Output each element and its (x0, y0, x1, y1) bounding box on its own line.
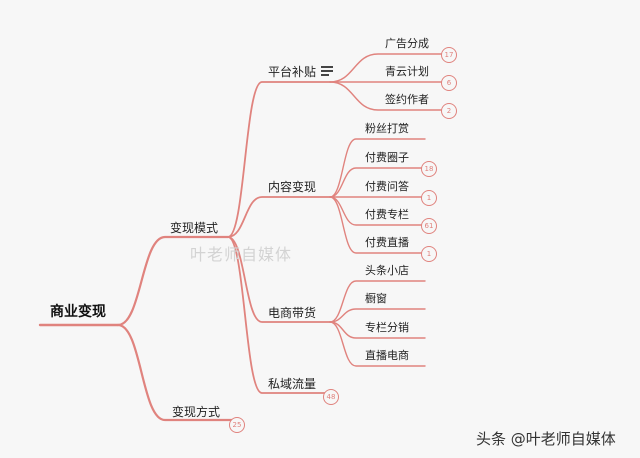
leaf-live-ecommerce[interactable]: 直播电商 (365, 349, 409, 362)
badge-qingyun-plan: 6 (441, 75, 457, 91)
node-content-monetization[interactable]: 内容变现 (268, 180, 317, 194)
connector-mode-1 (227, 196, 331, 238)
badge-monetization-method: 25 (229, 417, 245, 433)
leaf-toutiao-shop[interactable]: 头条小店 (365, 264, 409, 277)
leaf-qingyun-plan[interactable]: 青云计划 (385, 65, 429, 78)
connector-root-mode-0 (116, 235, 230, 327)
connector-ecommerce-3 (329, 321, 426, 367)
badge-signed-author: 2 (441, 103, 457, 119)
connector-content-4 (329, 196, 426, 254)
badge-paid-live: 1 (421, 246, 437, 262)
badge-private-traffic: 48 (323, 389, 339, 405)
root-node[interactable]: 商业变现 (50, 304, 106, 320)
author-credit: 头条 @叶老师自媒体 (476, 430, 616, 448)
note-lines-icon[interactable] (321, 66, 333, 76)
leaf-signed-author[interactable]: 签约作者 (385, 93, 429, 106)
badge-paid-circle: 18 (421, 161, 437, 177)
badge-paid-qa: 1 (421, 190, 437, 206)
node-monetization-method[interactable]: 变现方式 (172, 405, 221, 419)
leaf-column-distribution[interactable]: 专栏分销 (365, 321, 409, 334)
node-platform-subsidy[interactable]: 平台补贴 (268, 65, 317, 79)
connector-mode-0 (227, 81, 331, 238)
leaf-ad-revenue-share[interactable]: 广告分成 (385, 37, 429, 50)
watermark-text: 叶老师自媒体 (190, 245, 293, 264)
connector-subsidy-0 (329, 53, 446, 83)
leaf-paid-column[interactable]: 付费专栏 (365, 208, 409, 221)
badge-ad-revenue-share: 17 (441, 47, 457, 63)
connector-ecommerce-1 (329, 308, 426, 323)
connector-mode-3 (227, 236, 331, 394)
connector-content-0 (329, 138, 426, 198)
node-ecommerce[interactable]: 电商带货 (268, 306, 317, 320)
connector-root-method-0 (116, 323, 234, 422)
connector-subsidy-2 (329, 81, 446, 111)
connector-ecommerce-0 (329, 280, 426, 323)
leaf-paid-circle[interactable]: 付费圈子 (365, 151, 409, 164)
leaf-paid-live[interactable]: 付费直播 (365, 236, 409, 249)
leaf-paid-qa[interactable]: 付费问答 (365, 180, 409, 193)
leaf-showcase[interactable]: 橱窗 (365, 292, 387, 305)
badge-paid-column: 61 (421, 218, 437, 234)
connector-mode-2 (227, 236, 331, 323)
connector-content-1 (329, 167, 426, 198)
node-private-traffic[interactable]: 私域流量 (268, 377, 317, 391)
node-monetization-mode[interactable]: 变现模式 (170, 221, 219, 235)
leaf-fan-tipping[interactable]: 粉丝打赏 (365, 122, 409, 135)
